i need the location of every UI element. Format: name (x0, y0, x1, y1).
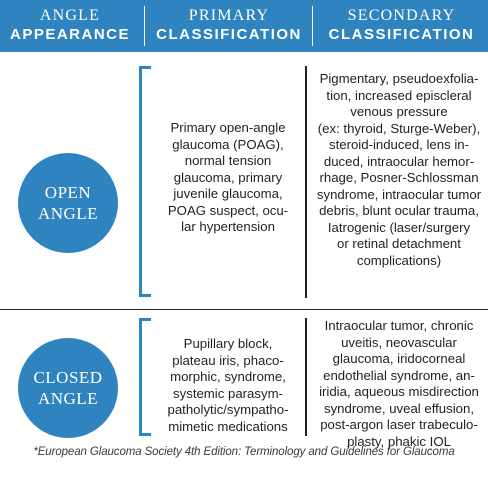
text-line: Intraocular tumor, chronic (324, 318, 474, 333)
text-line: patholytic/sympatho- (167, 402, 289, 417)
text-line: plateau iris, phaco- (172, 352, 284, 368)
header-divider (312, 6, 313, 46)
text-line: mimetic medications (168, 418, 288, 434)
text-line: glaucoma, iridocorneal (332, 351, 466, 366)
text-line: venous pressure (350, 104, 448, 119)
text-line: rhage, Posner-Schlossman (319, 170, 479, 185)
text-line: morphic, syndrome, (170, 369, 286, 384)
text-line: complications) (356, 252, 442, 268)
text-line: iridia, aqueous misdirection (319, 384, 479, 399)
text-line: debris, blunt ocular trauma, (319, 203, 479, 218)
text-line: glaucoma (POAG), (172, 136, 284, 152)
text-line: or retinal detachment (337, 236, 461, 251)
text-line: syndrome, intraocular tumor (316, 186, 482, 202)
header-col3-line1: SECONDARY (347, 7, 456, 24)
text-line: Pigmentary, pseudoexfolia- (319, 71, 479, 86)
closed-angle-secondary: Intraocular tumor, chronic uveitis, neov… (312, 318, 486, 450)
text-line: duced, intraocular hemor- (323, 153, 475, 169)
header-divider (144, 6, 145, 46)
open-angle-label-line2: ANGLE (37, 204, 99, 223)
header-col1-line2: APPEARANCE (9, 26, 130, 43)
text-line: Primary open-angle (170, 120, 286, 135)
text-line: POAG suspect, ocu- (167, 202, 289, 218)
header-angle-appearance: ANGLE APPEARANCE (0, 6, 140, 44)
header-col2-line1: PRIMARY (188, 7, 270, 24)
closed-angle-label-line1: CLOSED (33, 368, 103, 387)
text-line: tion, increased episcleral (326, 87, 472, 103)
open-angle-primary: Primary open-angle glaucoma (POAG), norm… (158, 120, 298, 236)
text-line: endothelial syndrome, an- (323, 367, 475, 383)
footnote: *European Glaucoma Society 4th Edition: … (33, 446, 455, 458)
column-divider (305, 66, 307, 298)
header-secondary-classification: SECONDARY CLASSIFICATION (315, 6, 488, 44)
closed-angle-bracket (139, 318, 151, 436)
text-line: Iatrogenic (laser/surgery (327, 219, 471, 235)
header-col3-line2: CLASSIFICATION (328, 26, 475, 43)
text-line: glaucoma, primary (173, 169, 283, 185)
text-line: juvenile glaucoma, (173, 186, 283, 201)
open-angle-badge: OPEN ANGLE (18, 153, 118, 253)
text-line: uveitis, neovascular (341, 334, 457, 350)
open-angle-bracket (139, 66, 151, 297)
text-line: steroid-induced, lens in- (328, 137, 469, 152)
column-divider (305, 318, 307, 436)
text-line: (ex: thyroid, Sturge-Weber), (317, 120, 481, 136)
row-divider (0, 309, 488, 310)
closed-angle-badge: CLOSED ANGLE (18, 338, 118, 438)
closed-angle-label-line2: ANGLE (37, 389, 99, 408)
closed-angle-primary: Pupillary block, plateau iris, phaco- mo… (158, 336, 298, 435)
text-line: normal tension (184, 153, 272, 168)
header-primary-classification: PRIMARY CLASSIFICATION (150, 6, 308, 44)
text-line: plasty, phakic IOL (347, 433, 451, 449)
text-line: systemic parasym- (173, 385, 283, 401)
header-col2-line2: CLASSIFICATION (156, 26, 302, 43)
open-angle-label-line1: OPEN (44, 183, 92, 202)
table-header: ANGLE APPEARANCE PRIMARY CLASSIFICATION … (0, 0, 488, 52)
header-col1-line1: ANGLE (39, 7, 101, 24)
text-line: lar hypertension (181, 219, 275, 234)
text-line: syndrome, uveal effusion, (323, 400, 475, 416)
open-angle-secondary: Pigmentary, pseudoexfolia- tion, increas… (312, 71, 486, 269)
text-line: Pupillary block, (183, 336, 273, 351)
text-line: post-argon laser trabeculo- (320, 417, 478, 432)
